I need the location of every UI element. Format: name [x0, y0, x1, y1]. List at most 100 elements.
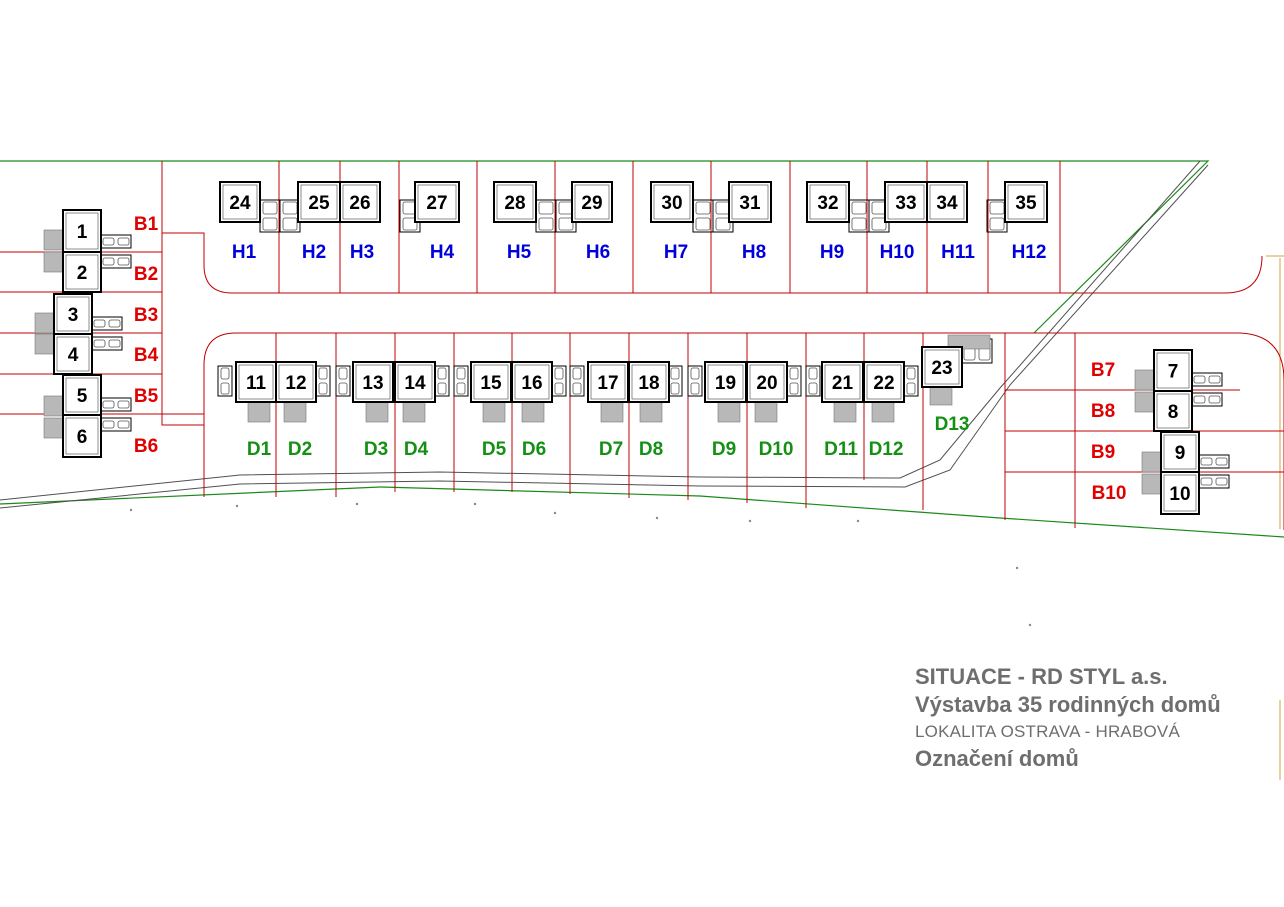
terrace-icon: [929, 386, 953, 406]
house-inner: [65, 212, 99, 250]
house-outline: [493, 181, 537, 223]
house-outline: [863, 361, 905, 403]
garage-icon: [667, 365, 683, 397]
house-inner: [749, 364, 785, 400]
house-outline: [339, 181, 381, 223]
house-number: 33: [895, 193, 916, 214]
terrace-icon: [34, 312, 55, 334]
garage-icon: [692, 199, 714, 233]
terrace-icon: [1141, 473, 1162, 495]
garage-icon: [551, 365, 567, 397]
garage-icon: [903, 365, 919, 397]
garage-icon: [786, 365, 802, 397]
house-number: 20: [756, 373, 777, 394]
survey-point: [1028, 623, 1032, 627]
house-inner: [65, 377, 99, 413]
lot-label-d1: D1: [247, 439, 272, 460]
house-inner: [731, 184, 769, 220]
garage-icon: [434, 365, 450, 397]
house-outline: [352, 361, 394, 403]
house-outline: [746, 361, 788, 403]
lot-line: [161, 233, 204, 426]
lot-label-h10: H10: [880, 242, 915, 263]
house-outline: [219, 181, 261, 223]
terrace-icon: [833, 401, 857, 423]
site-edge-east: [1266, 255, 1284, 780]
house-17: 17: [587, 361, 629, 403]
house-34: 34: [926, 181, 968, 223]
lot-label-d9: D9: [712, 439, 736, 460]
lot-label-d3: D3: [364, 439, 388, 460]
lot-label-h3: H3: [350, 242, 374, 263]
terrace-icon: [402, 401, 426, 423]
house-inner: [65, 254, 99, 290]
terrace-icon: [283, 401, 307, 423]
house-number: 16: [521, 373, 542, 394]
house-32: 32: [806, 181, 850, 223]
house-outline: [275, 361, 317, 403]
house-23: 23: [921, 346, 963, 388]
house-inner: [866, 364, 902, 400]
title-company: SITUACE - RD STYL a.s.: [915, 664, 1168, 689]
house-number: 28: [504, 193, 525, 214]
survey-point: [748, 519, 752, 523]
house-inner: [929, 184, 965, 220]
terrace-icon: [43, 251, 64, 273]
terrace-icon: [754, 401, 778, 423]
lot-label-h9: H9: [820, 242, 844, 263]
terrace-icon: [482, 401, 506, 423]
lot-label-b1: B1: [134, 214, 159, 235]
title-block: SITUACE - RD STYL a.s. Výstavba 35 rodin…: [915, 662, 1221, 773]
house-number: 24: [229, 193, 251, 214]
house-6: 6: [62, 414, 102, 458]
house-number: 35: [1015, 193, 1037, 214]
lot-label-b10: B10: [1092, 483, 1127, 504]
house-inner: [496, 184, 534, 220]
lot-label-h1: H1: [232, 242, 257, 263]
house-outline: [62, 209, 102, 253]
house-number: 13: [362, 373, 383, 394]
house-inner: [631, 364, 667, 400]
house-inner: [1007, 184, 1045, 220]
boundary-north: [0, 160, 1210, 334]
garage-icon: [535, 199, 557, 233]
house-inner: [238, 364, 274, 400]
house-22: 22: [863, 361, 905, 403]
terrace-icon: [521, 401, 545, 423]
house-inner: [222, 184, 258, 220]
house-outline: [628, 361, 670, 403]
access-road: [0, 160, 1284, 780]
house-outline: [806, 181, 850, 223]
house-35: 35: [1004, 181, 1048, 223]
house-outline: [571, 181, 613, 223]
house-inner: [707, 364, 744, 400]
house-2: 2: [62, 251, 102, 293]
house-inner: [278, 364, 314, 400]
house-33: 33: [884, 181, 928, 223]
house-inner: [397, 364, 433, 400]
house-24: 24: [219, 181, 261, 223]
house-number: 6: [77, 427, 88, 448]
garage-icon: [848, 199, 870, 233]
house-number: 9: [1175, 443, 1186, 464]
terrace-icon: [34, 333, 55, 355]
house-number: 7: [1168, 362, 1179, 383]
lot-label-h11: H11: [941, 242, 975, 263]
terrace-icon: [43, 229, 64, 251]
garage-icon: [1191, 392, 1223, 407]
house-number: 3: [68, 305, 79, 326]
house-outline: [728, 181, 772, 223]
survey-point: [1015, 566, 1019, 570]
lot-label-d5: D5: [482, 439, 507, 460]
garage-icon: [315, 365, 331, 397]
lot-label-b4: B4: [134, 345, 159, 366]
house-outline: [53, 333, 93, 375]
lot-label-h6: H6: [586, 242, 610, 263]
house-outline: [1153, 390, 1193, 432]
house-30: 30: [650, 181, 694, 223]
house-inner: [590, 364, 626, 400]
house-21: 21: [821, 361, 864, 403]
garage-icon: [100, 417, 132, 432]
house-inner: [417, 184, 457, 220]
